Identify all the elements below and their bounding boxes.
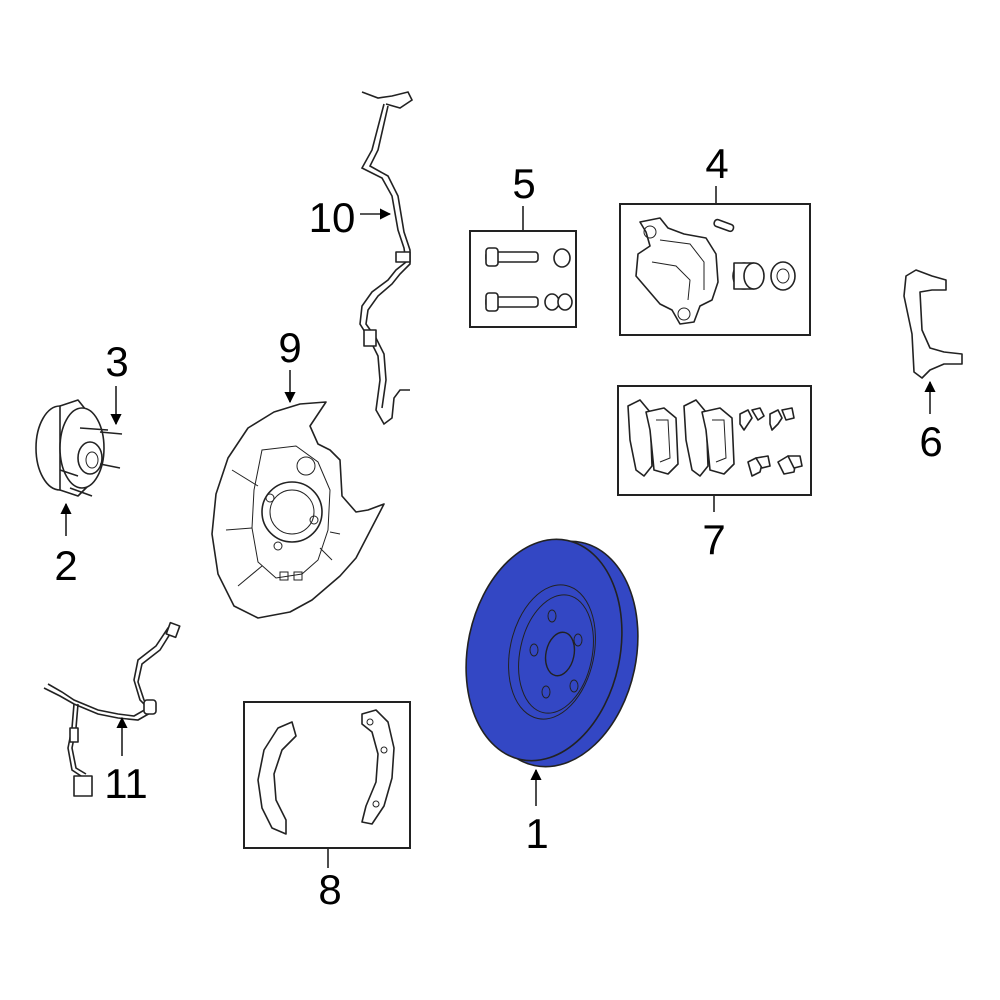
- abs-sensor-cable-part[interactable]: [359, 91, 414, 426]
- callout-3: 3: [105, 338, 128, 385]
- rotor-center-bore: [544, 631, 576, 677]
- rotor-front-face: [465, 538, 623, 762]
- wiring-harness-part[interactable]: [43, 621, 181, 797]
- callout-labels: 1 2 3 4 5 6 7 8 9 10 11: [54, 140, 942, 913]
- hardware-kit-part[interactable]: [469, 230, 577, 328]
- callout-2: 2: [54, 542, 77, 589]
- callout-5: 5: [512, 160, 535, 207]
- brake-rotor-part[interactable]: [446, 525, 658, 782]
- callout-9: 9: [278, 324, 301, 371]
- pad-clips: [739, 407, 803, 477]
- leader-lines: [60, 186, 936, 868]
- pad-set-left: [627, 399, 679, 477]
- brake-pads-part[interactable]: [617, 385, 812, 496]
- guide-pin-upper: [485, 247, 571, 268]
- callout-10: 10: [309, 194, 356, 241]
- guide-pin-lower: [485, 292, 573, 312]
- wheel-stud-part[interactable]: [59, 427, 123, 497]
- piston-seal: [770, 261, 796, 291]
- caliper-part[interactable]: [619, 203, 811, 336]
- dust-shield-part[interactable]: [211, 401, 385, 619]
- callout-6: 6: [919, 418, 942, 465]
- caliper-bracket-part[interactable]: [903, 269, 963, 379]
- callout-8: 8: [318, 866, 341, 913]
- callout-7: 7: [702, 516, 725, 563]
- pad-set-right: [683, 399, 735, 477]
- wheel-hub-part[interactable]: [35, 399, 105, 497]
- callout-4: 4: [705, 140, 728, 187]
- callout-11: 11: [104, 760, 148, 807]
- piston: [732, 262, 765, 290]
- callout-1: 1: [525, 810, 548, 857]
- parking-brake-shoes-part[interactable]: [243, 701, 411, 849]
